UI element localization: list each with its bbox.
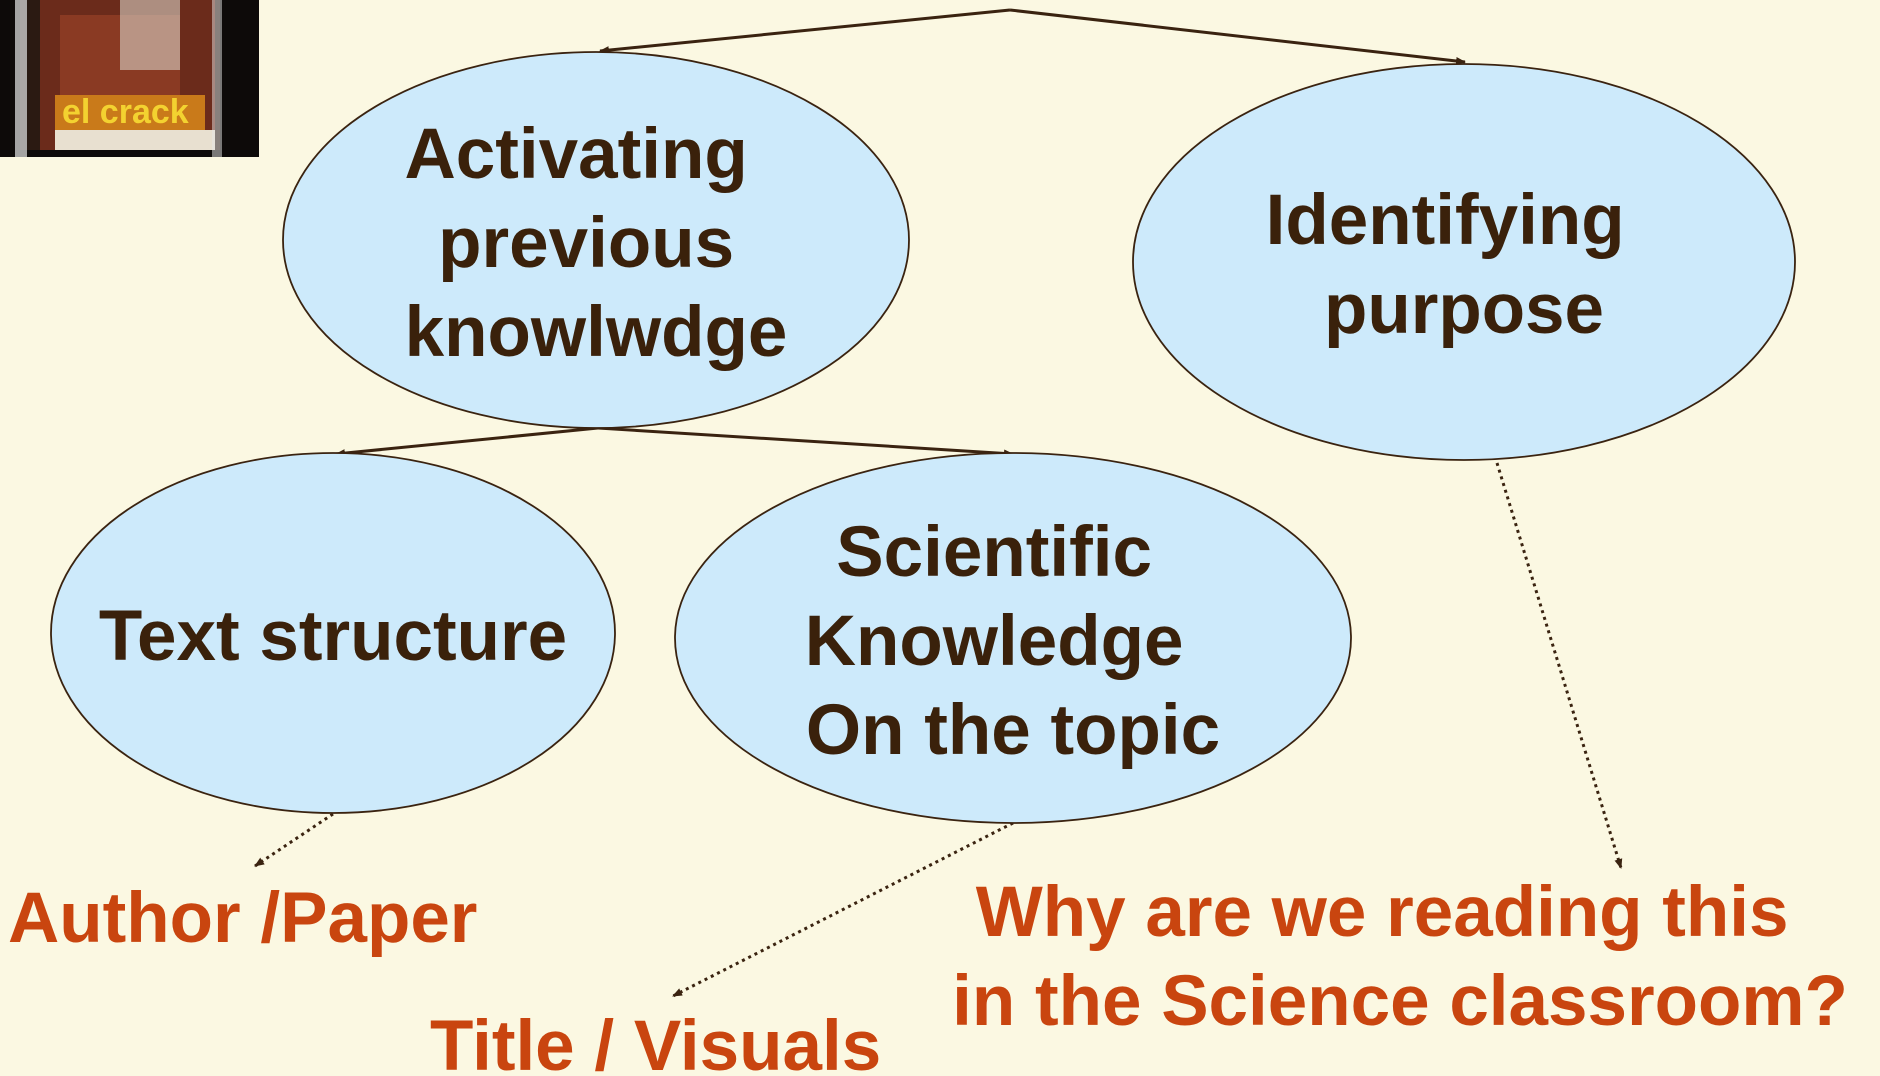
node-activating-line-1: Activating (405, 115, 748, 194)
node-scientific-line-1: Scientific (836, 513, 1152, 592)
label-why-line-2: in the Science classroom? (952, 962, 1848, 1041)
label-why-reading: Why are we reading this in the Science c… (952, 873, 1848, 1041)
node-scientific-line-2: Knowledge (805, 602, 1184, 681)
dotted-arrow-title (672, 821, 1014, 998)
thumbnail-caption: el crack (62, 93, 189, 131)
svg-text:Scientific Knowledge: Scientific Knowledge On the topic (805, 513, 1220, 770)
node-activating-line-2: previous (438, 204, 734, 283)
connector-mid-left (335, 426, 599, 458)
node-scientific: Scientific Knowledge On the topic (674, 452, 1352, 824)
node-identifying: Identifying purpose (1132, 63, 1796, 461)
label-title-visuals: Title / Visuals (430, 1007, 881, 1076)
connector-mid-right (597, 426, 1014, 458)
dotted-arrow-author (254, 812, 334, 868)
label-author-paper: Author /Paper (8, 879, 477, 958)
magazine-photo: el crack (15, 0, 222, 157)
node-identifying-line-1: Identifying (1266, 181, 1625, 260)
node-identifying-shape (1132, 63, 1796, 461)
node-identifying-line-2: purpose (1324, 270, 1604, 349)
node-scientific-shape (674, 452, 1352, 824)
node-text-structure-line-1: Text structure (99, 597, 567, 676)
node-text-structure: Text structure (50, 452, 616, 814)
svg-text:Identifying purpose: Identifying purpose (1266, 181, 1645, 349)
label-why-line-1: Why are we reading this (976, 873, 1789, 952)
node-activating-line-3: knowlwdge (405, 293, 788, 372)
node-scientific-line-3: On the topic (806, 691, 1220, 770)
svg-text:Activating previous: Activating previous knowlwdge (405, 115, 788, 372)
dotted-arrow-purpose (1495, 462, 1623, 869)
svg-text:Text structure: Text structure (99, 597, 567, 676)
node-activating-shape (282, 51, 910, 429)
thumbnail-image: el crack (0, 0, 259, 157)
node-activating: Activating previous knowlwdge (282, 51, 910, 429)
connector-top-right (1009, 8, 1466, 65)
node-text-structure-shape (50, 452, 616, 814)
connector-top-left (599, 8, 1011, 55)
